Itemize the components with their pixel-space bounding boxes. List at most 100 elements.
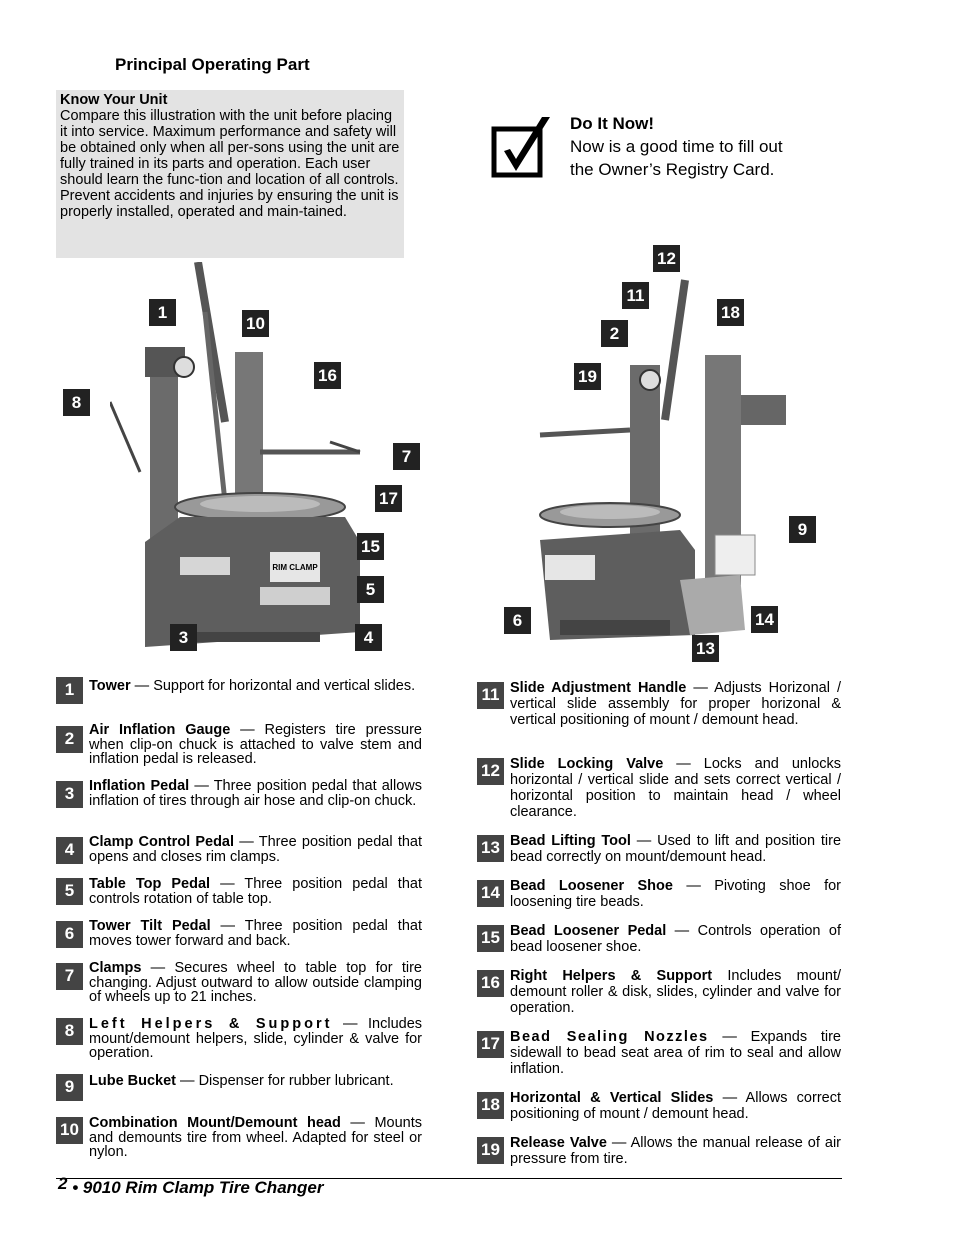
part-number: 1 — [56, 677, 83, 704]
part-desc: Pivoting shoe for loosening tire beads. — [510, 878, 842, 910]
part-number: 5 — [56, 878, 83, 905]
page-heading: Principal Operating Part — [115, 55, 310, 74]
part-number: 7 — [56, 963, 83, 990]
part-name: Right Helpers & Support — [510, 968, 713, 984]
know-your-unit-box: Know Your Unit Compare this illustration… — [56, 90, 404, 258]
part-desc: Three position pedal that moves tower fo… — [89, 918, 422, 949]
part-name: Release Valve — [510, 1135, 607, 1151]
footer-rule — [56, 1178, 842, 1179]
part-name: Lube Bucket — [89, 1073, 177, 1089]
part-desc: Three position pedal that opens and clos… — [89, 834, 423, 865]
part-sep: — — [176, 1073, 199, 1089]
part-sep — [712, 968, 727, 984]
part-sep: — — [210, 876, 245, 892]
part-sep: — — [189, 778, 214, 794]
part-desc: Support for horizontal and vertical slid… — [153, 678, 416, 694]
part-name: Tower Tilt Pedal — [89, 918, 211, 934]
callout-right-2: 2 — [601, 320, 628, 347]
part-name: Clamp Control Pedal — [89, 834, 235, 850]
know-your-unit-title: Know Your Unit — [60, 92, 168, 108]
part-name: Horizontal & Vertical Slides — [510, 1090, 714, 1106]
part-desc: Mounts and demounts tire from wheel. Ada… — [89, 1115, 422, 1160]
callout-left-7: 7 — [393, 443, 420, 470]
part-desc: Allows correct positioning of mount / de… — [510, 1090, 841, 1122]
callout-left-8: 8 — [63, 389, 90, 416]
part-number: 13 — [477, 835, 504, 862]
part-desc: Controls operation of bead loosener shoe… — [510, 923, 842, 955]
part-name: Table Top Pedal — [89, 876, 211, 892]
part-number: 19 — [477, 1137, 504, 1164]
part-number: 9 — [56, 1074, 83, 1101]
part-desc: Registers tire pressure when clip-on chu… — [89, 722, 422, 767]
callout-right-14: 14 — [751, 606, 778, 633]
part-number: 10 — [56, 1117, 83, 1144]
part-desc: Includes mount/ demount roller & disk, s… — [510, 968, 841, 1016]
part-desc: Secures wheel to table top for tire chan… — [89, 960, 422, 1005]
part-desc: Three position pedal that allows inflati… — [89, 778, 423, 809]
part-desc: Adjusts Horizonal / vertical slide assem… — [510, 680, 842, 728]
callout-right-6: 6 — [504, 607, 531, 634]
part-sep: — — [666, 923, 698, 939]
part-name: Left Helpers & Support — [89, 1016, 333, 1032]
part-item: 1 Tower — Support for horizontal and ver… — [56, 677, 422, 707]
part-sep: — — [141, 960, 175, 976]
part-number: 15 — [477, 925, 504, 952]
part-number: 2 — [56, 726, 83, 753]
callout-right-19: 19 — [574, 363, 601, 390]
part-sep: — — [686, 680, 715, 696]
callout-left-16: 16 — [314, 362, 341, 389]
part-sep: — — [708, 1029, 751, 1045]
part-number: 4 — [56, 837, 83, 864]
part-desc: Three position pedal that controls rotat… — [89, 876, 422, 907]
part-number: 6 — [56, 921, 83, 948]
page-footer: 2 • 9010 Rim Clamp Tire Changer — [58, 1174, 323, 1198]
callout-left-17: 17 — [375, 485, 402, 512]
part-name: Slide Adjustment Handle — [510, 680, 687, 696]
checkmark-box-icon — [490, 113, 560, 183]
part-desc: Dispenser for rubber lubricant. — [198, 1073, 394, 1089]
part-number: 18 — [477, 1092, 504, 1119]
do-it-now: Do It Now! Now is a good time to fill ou… — [570, 112, 790, 181]
callout-left-5: 5 — [357, 576, 384, 603]
part-sep: — — [630, 833, 658, 849]
machine-label: RIM CLAMP — [272, 563, 318, 572]
part-name: Bead Loosener Shoe — [510, 878, 673, 894]
callout-left-15: 15 — [357, 533, 384, 560]
part-number: 8 — [56, 1018, 83, 1045]
part-number: 17 — [477, 1031, 504, 1058]
part-name: Air Inflation Gauge — [89, 722, 231, 738]
part-name: Combination Mount/Demount head — [89, 1115, 341, 1131]
part-number: 11 — [477, 682, 504, 709]
part-sep: — — [230, 722, 265, 738]
part-number: 14 — [477, 880, 504, 907]
do-it-now-text: Now is a good time to fill out the Owner… — [570, 137, 783, 179]
callout-right-11: 11 — [622, 282, 649, 309]
part-sep: — — [340, 1115, 375, 1131]
part-sep: — — [672, 878, 715, 894]
page-number: 2 — [58, 1174, 68, 1193]
machine-photo-front: RIM CLAMP — [110, 262, 440, 660]
do-it-now-title: Do It Now! — [570, 114, 655, 133]
callout-right-13: 13 — [692, 635, 719, 662]
part-desc: Locks and unlocks horizontal / vertical … — [510, 756, 842, 820]
part-sep: — — [606, 1135, 631, 1151]
part-desc: Includes mount/demount helpers, slide, c… — [89, 1016, 423, 1061]
part-desc: Expands tire sidewall to bead seat area … — [510, 1029, 841, 1077]
know-your-unit-p2: Prevent accidents and injuries by ensuri… — [60, 188, 399, 220]
part-sep: — — [234, 834, 259, 850]
part-name: Tower — [89, 678, 131, 694]
part-name: Bead Sealing Nozzles — [510, 1029, 709, 1045]
part-sep: — — [130, 678, 154, 694]
callout-left-10: 10 — [242, 310, 269, 337]
part-desc: Allows the manual release of air pressur… — [510, 1135, 841, 1167]
callout-left-3: 3 — [170, 624, 197, 651]
part-number: 12 — [477, 758, 504, 785]
part-sep: — — [210, 918, 245, 934]
part-name: Slide Locking Valve — [510, 756, 664, 772]
know-your-unit-p1: Compare this illustration with the unit … — [60, 108, 400, 188]
callout-right-12: 12 — [653, 245, 680, 272]
part-number: 16 — [477, 970, 504, 997]
callout-right-9: 9 — [789, 516, 816, 543]
part-name: Inflation Pedal — [89, 778, 190, 794]
callout-left-4: 4 — [355, 624, 382, 651]
